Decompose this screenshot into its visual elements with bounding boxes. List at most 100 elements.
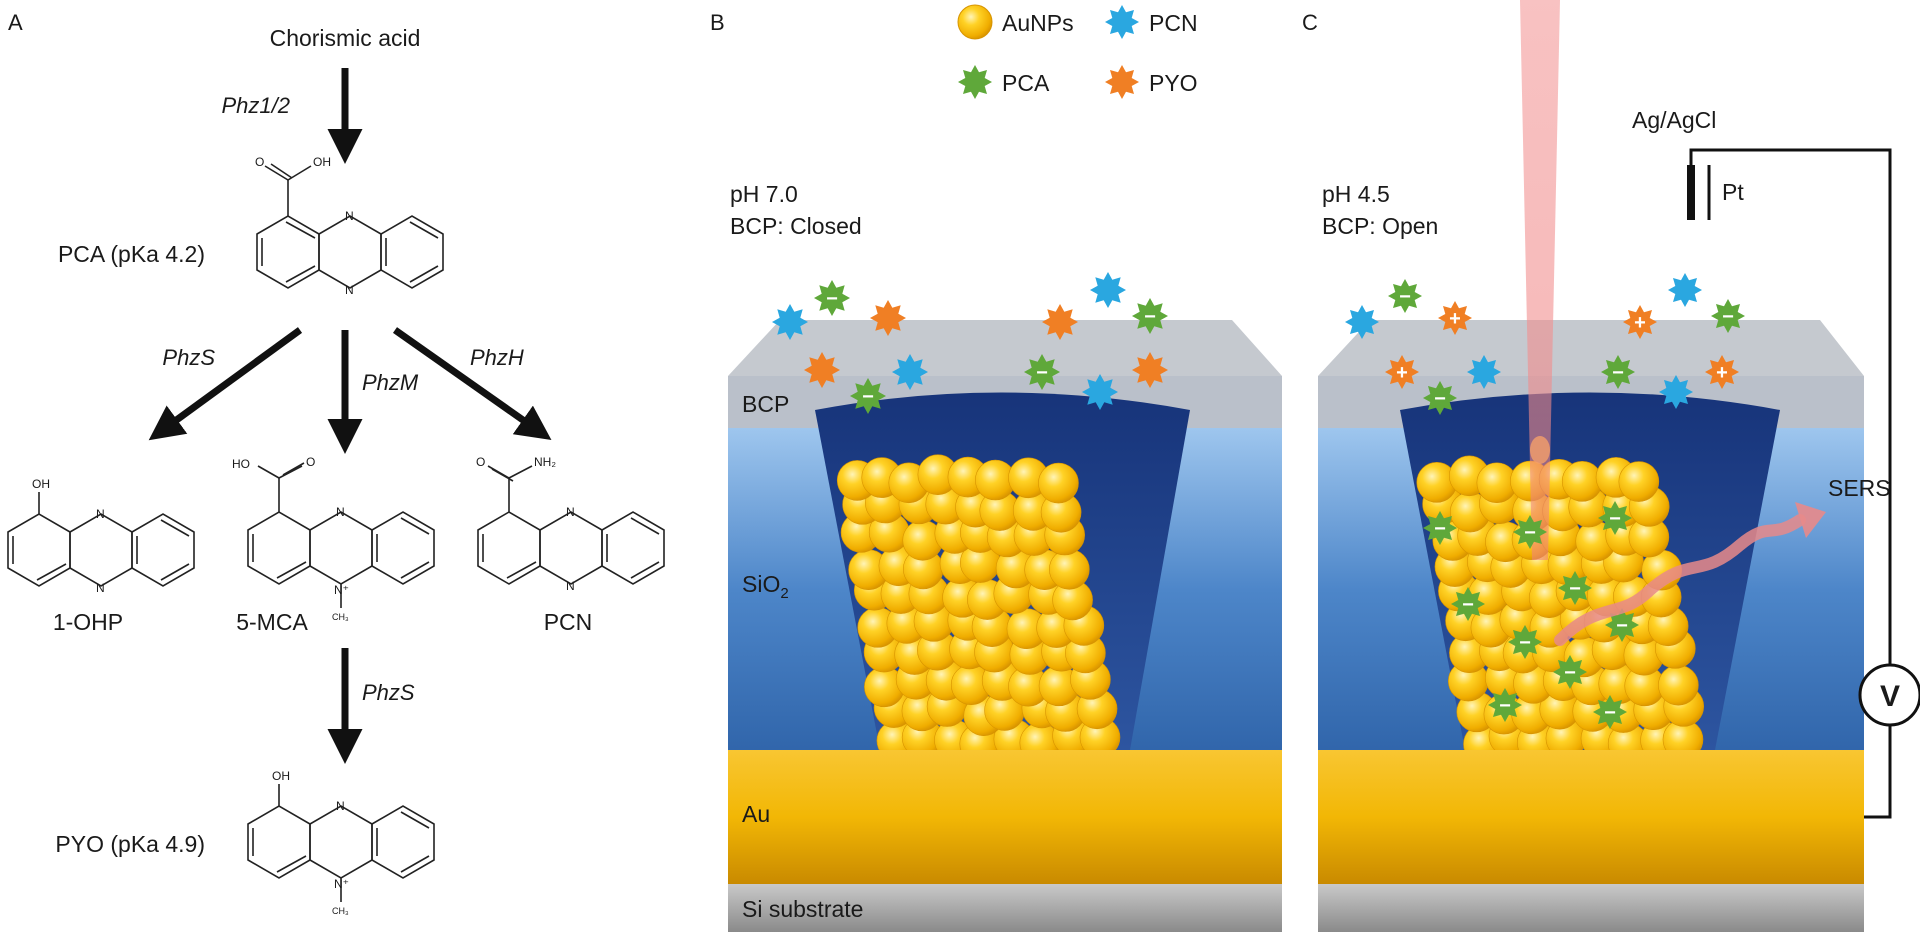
aunp-sphere — [1038, 462, 1079, 504]
pca-marker-charge: − — [862, 386, 874, 408]
pyo-marker-charge: + — [1396, 362, 1408, 384]
green-star-icon — [958, 65, 992, 99]
pyo-marker — [1042, 304, 1078, 340]
pca-marker: − — [1024, 354, 1060, 390]
pca-marker-charge: − — [1462, 594, 1474, 616]
ohp-n-top: N — [96, 507, 105, 521]
pca-marker-charge: − — [826, 288, 838, 310]
pca-marker: − — [1423, 381, 1457, 415]
pca-marker: − — [1388, 279, 1422, 313]
pca-marker-charge: − — [1434, 518, 1446, 540]
pca-marker: − — [1593, 695, 1627, 729]
si-substrate-layer — [728, 884, 1282, 932]
panel-c-ph: pH 4.5 — [1322, 181, 1390, 207]
pca-marker-charge: − — [1604, 702, 1616, 724]
analyte-markers-b: −−−− — [772, 272, 1168, 414]
pca-marker: − — [1558, 571, 1592, 605]
orange-star-icon — [1105, 65, 1139, 99]
pcn-marker — [1082, 374, 1118, 410]
mca-molecule: HO O N N⁺ CH₃ — [232, 455, 435, 622]
pcn-molecule: O NH₂ N N — [476, 455, 665, 593]
pca-marker: − — [1513, 515, 1547, 549]
legend-label: PCA — [1002, 70, 1050, 96]
pcn-marker — [892, 354, 928, 390]
arrow-phzs-left — [148, 327, 303, 441]
panel-c-label: C — [1302, 10, 1318, 35]
pcn-marker — [1467, 355, 1501, 389]
pca-marker: − — [1553, 655, 1587, 689]
pyo-marker — [804, 352, 840, 388]
enzyme-phzh: PhzH — [470, 345, 524, 370]
pcn-marker — [1668, 273, 1702, 307]
pca-marker-charge: − — [1612, 362, 1624, 384]
panel-b-bcp-state: BCP: Closed — [730, 213, 862, 239]
pyo-ch3: CH₃ — [332, 906, 349, 916]
si-substrate-layer-c — [1318, 884, 1864, 932]
mca-ch3: CH₃ — [332, 612, 349, 622]
ohp-oh-atom: OH — [32, 477, 50, 491]
pyo-marker: + — [1705, 355, 1739, 389]
pca-oh-atom: OH — [313, 155, 331, 169]
gold-sphere-icon — [957, 4, 993, 40]
legend-label: PCN — [1149, 10, 1198, 36]
pca-marker-charge: − — [1399, 286, 1411, 308]
pca-marker-charge: − — [1036, 362, 1048, 384]
panel-b-ph: pH 7.0 — [730, 181, 798, 207]
aunp-sphere — [1658, 664, 1699, 706]
si-substrate-label-b: Si substrate — [742, 896, 863, 922]
mca-o-atom: O — [306, 455, 315, 469]
pyo-marker-charge: + — [1716, 362, 1728, 384]
au-layer-c — [1318, 750, 1864, 884]
sers-arrowhead — [1795, 502, 1826, 538]
panel-a: A Chorismic acid Phz1/2 O OH — [7, 10, 665, 916]
enzyme-phzs-bottom: PhzS — [362, 680, 415, 705]
electrode-circuit: V Ag/AgCl Pt — [1632, 107, 1920, 819]
pca-molecule: O OH N N — [255, 155, 444, 297]
pt-label: Pt — [1722, 179, 1744, 205]
pca-n-top: N — [345, 209, 354, 223]
analyte-markers-c: −++−−+−+−−−−−−−−−− — [1345, 273, 1745, 729]
pca-marker: − — [1711, 299, 1745, 333]
pyo-marker-charge: + — [1449, 308, 1461, 330]
mca-label: 5-MCA — [236, 609, 308, 635]
pca-o-atom: O — [255, 155, 264, 169]
pca-marker: − — [1508, 625, 1542, 659]
pca-marker: − — [1423, 511, 1457, 545]
pcn-n-top: N — [566, 505, 575, 519]
pcn-n-bottom: N — [566, 579, 575, 593]
ag-agcl-label: Ag/AgCl — [1632, 107, 1716, 133]
pyo-marker-charge: + — [1634, 312, 1646, 334]
pca-n-bottom: N — [345, 283, 354, 297]
pyo-oh-atom: OH — [272, 769, 290, 783]
panel-a-label: A — [8, 10, 23, 35]
ohp-molecule: OH N N — [7, 477, 195, 595]
ohp-label: 1-OHP — [53, 609, 123, 635]
pcn-nh2-atom: NH₂ — [534, 455, 556, 469]
circuit-wire-top — [1689, 148, 1892, 665]
au-label-b: Au — [742, 801, 770, 827]
aunp-sphere — [1618, 461, 1660, 502]
pyo-molecule: OH N N⁺ CH₃ — [247, 769, 435, 916]
laser-beam — [1520, 0, 1560, 560]
arrow-phzh — [392, 327, 552, 441]
pca-marker: − — [1488, 688, 1522, 722]
pyo-marker — [870, 300, 906, 336]
ohp-n-bottom: N — [96, 581, 105, 595]
pcn-marker — [1345, 305, 1379, 339]
sio2-label-b: SiO2 — [742, 571, 789, 602]
voltmeter-icon — [1858, 663, 1920, 727]
pyo-marker: + — [1623, 305, 1657, 339]
laser-focus — [1530, 436, 1550, 464]
legend: AuNPs PCN PCA PYO — [957, 4, 1198, 99]
enzyme-phz12-label: Phz1/2 — [222, 93, 291, 118]
pyo-label: PYO (pKa 4.9) — [55, 831, 205, 857]
panel-c-bcp-state: BCP: Open — [1322, 213, 1438, 239]
pcn-label: PCN — [544, 609, 593, 635]
pca-marker-charge: − — [1616, 615, 1628, 637]
legend-label: AuNPs — [1002, 10, 1074, 36]
pca-marker: − — [1601, 355, 1635, 389]
legend-label: PYO — [1149, 70, 1198, 96]
pca-marker-charge: − — [1524, 522, 1536, 544]
pyo-marker: + — [1385, 355, 1419, 389]
